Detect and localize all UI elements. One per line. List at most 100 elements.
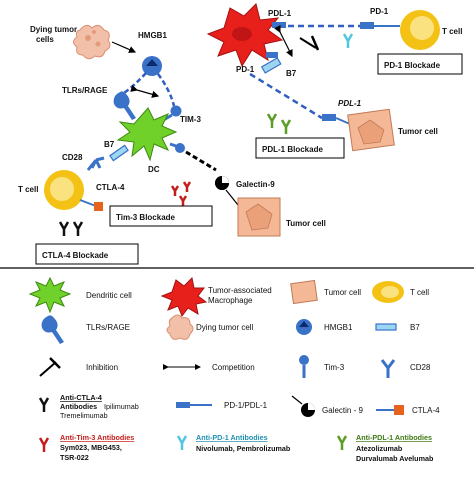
label-tim3: TIM-3	[180, 115, 201, 124]
legend-anti-pdl1-icon	[336, 435, 348, 450]
legend-t-cell-icon	[372, 281, 404, 303]
galectin9-icon	[215, 176, 230, 190]
b7-left-icon	[109, 144, 129, 162]
label-tumor-cell-mid: Tumor cell	[286, 219, 326, 228]
cd28-icon	[86, 156, 105, 171]
label-dc: DC	[148, 165, 160, 174]
cd28-stem	[94, 159, 102, 169]
legend-anti-ctla4-rest: Antibodies	[60, 402, 97, 411]
label-dying-tumor-cells-2: cells	[36, 35, 54, 44]
competition-arrow-top	[274, 25, 293, 58]
pdl1-blockade-box	[255, 137, 345, 159]
legend-anti-pdl1-drug-1: Atezolizumab	[356, 444, 403, 453]
legend-label-competition: Competition	[212, 363, 255, 372]
tim3-dc-receptor-icon	[169, 142, 185, 153]
legend-anti-tim3-drug-1: Sym023, MBG453,	[60, 443, 122, 452]
legend-cd28-icon	[380, 359, 396, 378]
t-cell-right-icon	[400, 10, 440, 50]
legend-anti-pd1-drug-1: Nivolumab, Pembrolizumab	[196, 444, 291, 453]
legend-inhibition-icon	[39, 357, 61, 377]
label-pd1-blockade: PD-1 Blockade	[384, 61, 441, 70]
legend-label-dendritic-cell: Dendritic cell	[86, 291, 132, 300]
legend-anti-pdl1-drug-2: Durvalumab Avelumab	[356, 454, 434, 463]
legend-label-b7: B7	[410, 323, 420, 332]
anti-ctla4-antibodies-icon	[58, 221, 84, 236]
anti-pdl1-antibodies-icon	[266, 113, 292, 134]
label-tim3-blockade: Tim-3 Blockade	[116, 213, 176, 222]
pd1-blockade-box	[377, 53, 463, 75]
legend-ctla4-icon	[376, 405, 404, 415]
legend-b7-icon	[375, 323, 397, 331]
legend-anti-ctla4-icon	[38, 397, 50, 412]
legend-label-ctla4: CTLA-4	[412, 406, 440, 415]
label-pd1-right: PD-1	[370, 7, 389, 16]
tumor-cell-mid-icon	[237, 197, 281, 237]
inhibition-symbol-top	[299, 35, 320, 51]
tim3-blockade-box	[109, 205, 213, 227]
pdl1-stem-tumor	[335, 117, 351, 125]
ctla4-icon	[94, 202, 103, 211]
legend-label-galectin9: Galectin - 9	[322, 406, 363, 415]
pdl1-macrophage-icon	[272, 22, 286, 28]
label-pdl1-blockade: PDL-1 Blockade	[262, 145, 323, 154]
legend-label-tim3: Tim-3	[324, 363, 345, 372]
dendritic-cell-icon	[116, 107, 178, 162]
legend-dendritic-cell-icon	[28, 276, 72, 314]
legend-pd1-pdl1-icon	[176, 402, 212, 408]
pd1-on-macrophage-icon	[266, 52, 278, 58]
legend-anti-pd1-title: Anti-PD-1 Antibodies	[196, 433, 268, 442]
tumor-cell-right-icon	[347, 108, 395, 152]
legend-tumor-cell-icon	[290, 279, 318, 305]
hmgb1-icon	[142, 56, 162, 76]
release-arrow	[111, 41, 137, 53]
legend-macrophage-icon	[160, 276, 208, 318]
galectin-tumor-link	[225, 189, 239, 206]
macrophage-icon	[206, 3, 284, 68]
legend-label-t-cell: T cell	[410, 288, 429, 297]
legend-anti-ctla4-drug-1: Ipilimumab	[104, 402, 139, 411]
hmgb1-tlr-binding	[123, 72, 147, 95]
legend-dying-tumor-cell-icon	[166, 314, 194, 340]
legend-anti-pd1-icon	[176, 435, 188, 450]
label-dying-tumor-cells-1: Dying tumor	[30, 25, 77, 34]
legend-label-cd28: CD28	[410, 363, 431, 372]
legend-label-pd1-pdl1: PD-1/PDL-1	[224, 401, 268, 410]
label-pd1-left: PD-1	[236, 65, 255, 74]
pd1-pdl1-dashed-mid	[249, 72, 323, 120]
legend-label-tlrs-rage: TLRs/RAGE	[86, 323, 130, 332]
ctla4-stem	[79, 199, 97, 207]
competition-arrow	[130, 84, 160, 98]
label-tumor-cell-right: Tumor cell	[398, 127, 438, 136]
label-hmgb1: HMGB1	[138, 31, 167, 40]
label-b7-top: B7	[286, 69, 297, 78]
legend-hmgb1-icon	[296, 319, 312, 335]
tlrs-rage-receptor-icon	[113, 91, 136, 120]
legend-tim3-icon	[299, 355, 309, 378]
label-b7-left: B7	[104, 140, 115, 149]
legend-anti-ctla4-drug-2: Tremelimumab	[60, 411, 108, 420]
anti-tim3-antibodies-icon	[170, 181, 192, 206]
dying-tumor-cells-icon	[73, 24, 111, 60]
pdl1-tumor-icon	[322, 114, 336, 121]
label-ctla4: CTLA-4	[96, 183, 125, 192]
b7-top-icon	[260, 57, 282, 74]
legend-galectin9-icon	[291, 395, 315, 417]
legend-tlrs-rage-icon	[41, 315, 64, 344]
tim3-galectin-binding	[185, 150, 217, 172]
label-t-cell-left: T cell	[18, 185, 38, 194]
legend-label-macrophage-2: Macrophage	[208, 296, 253, 305]
legend-label-inhibition: Inhibition	[86, 363, 118, 372]
legend-label-tumor-cell: Tumor cell	[324, 288, 361, 297]
t-cell-left-icon	[44, 170, 84, 210]
label-ctla4-blockade: CTLA-4 Blockade	[42, 251, 109, 260]
legend-label-macrophage-1: Tumor-associated	[208, 286, 272, 295]
legend-label-hmgb1: HMGB1	[324, 323, 353, 332]
hmgb1-tim3-binding	[156, 73, 176, 107]
label-cd28: CD28	[62, 153, 83, 162]
pd1-receptor-right-icon	[360, 22, 374, 29]
label-tlrs-rage: TLRs/RAGE	[62, 86, 108, 95]
legend-anti-tim3-drug-2: TSR-022	[60, 453, 89, 462]
legend-label-dying-tumor-cell: Dying tumor cell	[196, 323, 254, 332]
label-t-cell-right: T cell	[442, 27, 462, 36]
